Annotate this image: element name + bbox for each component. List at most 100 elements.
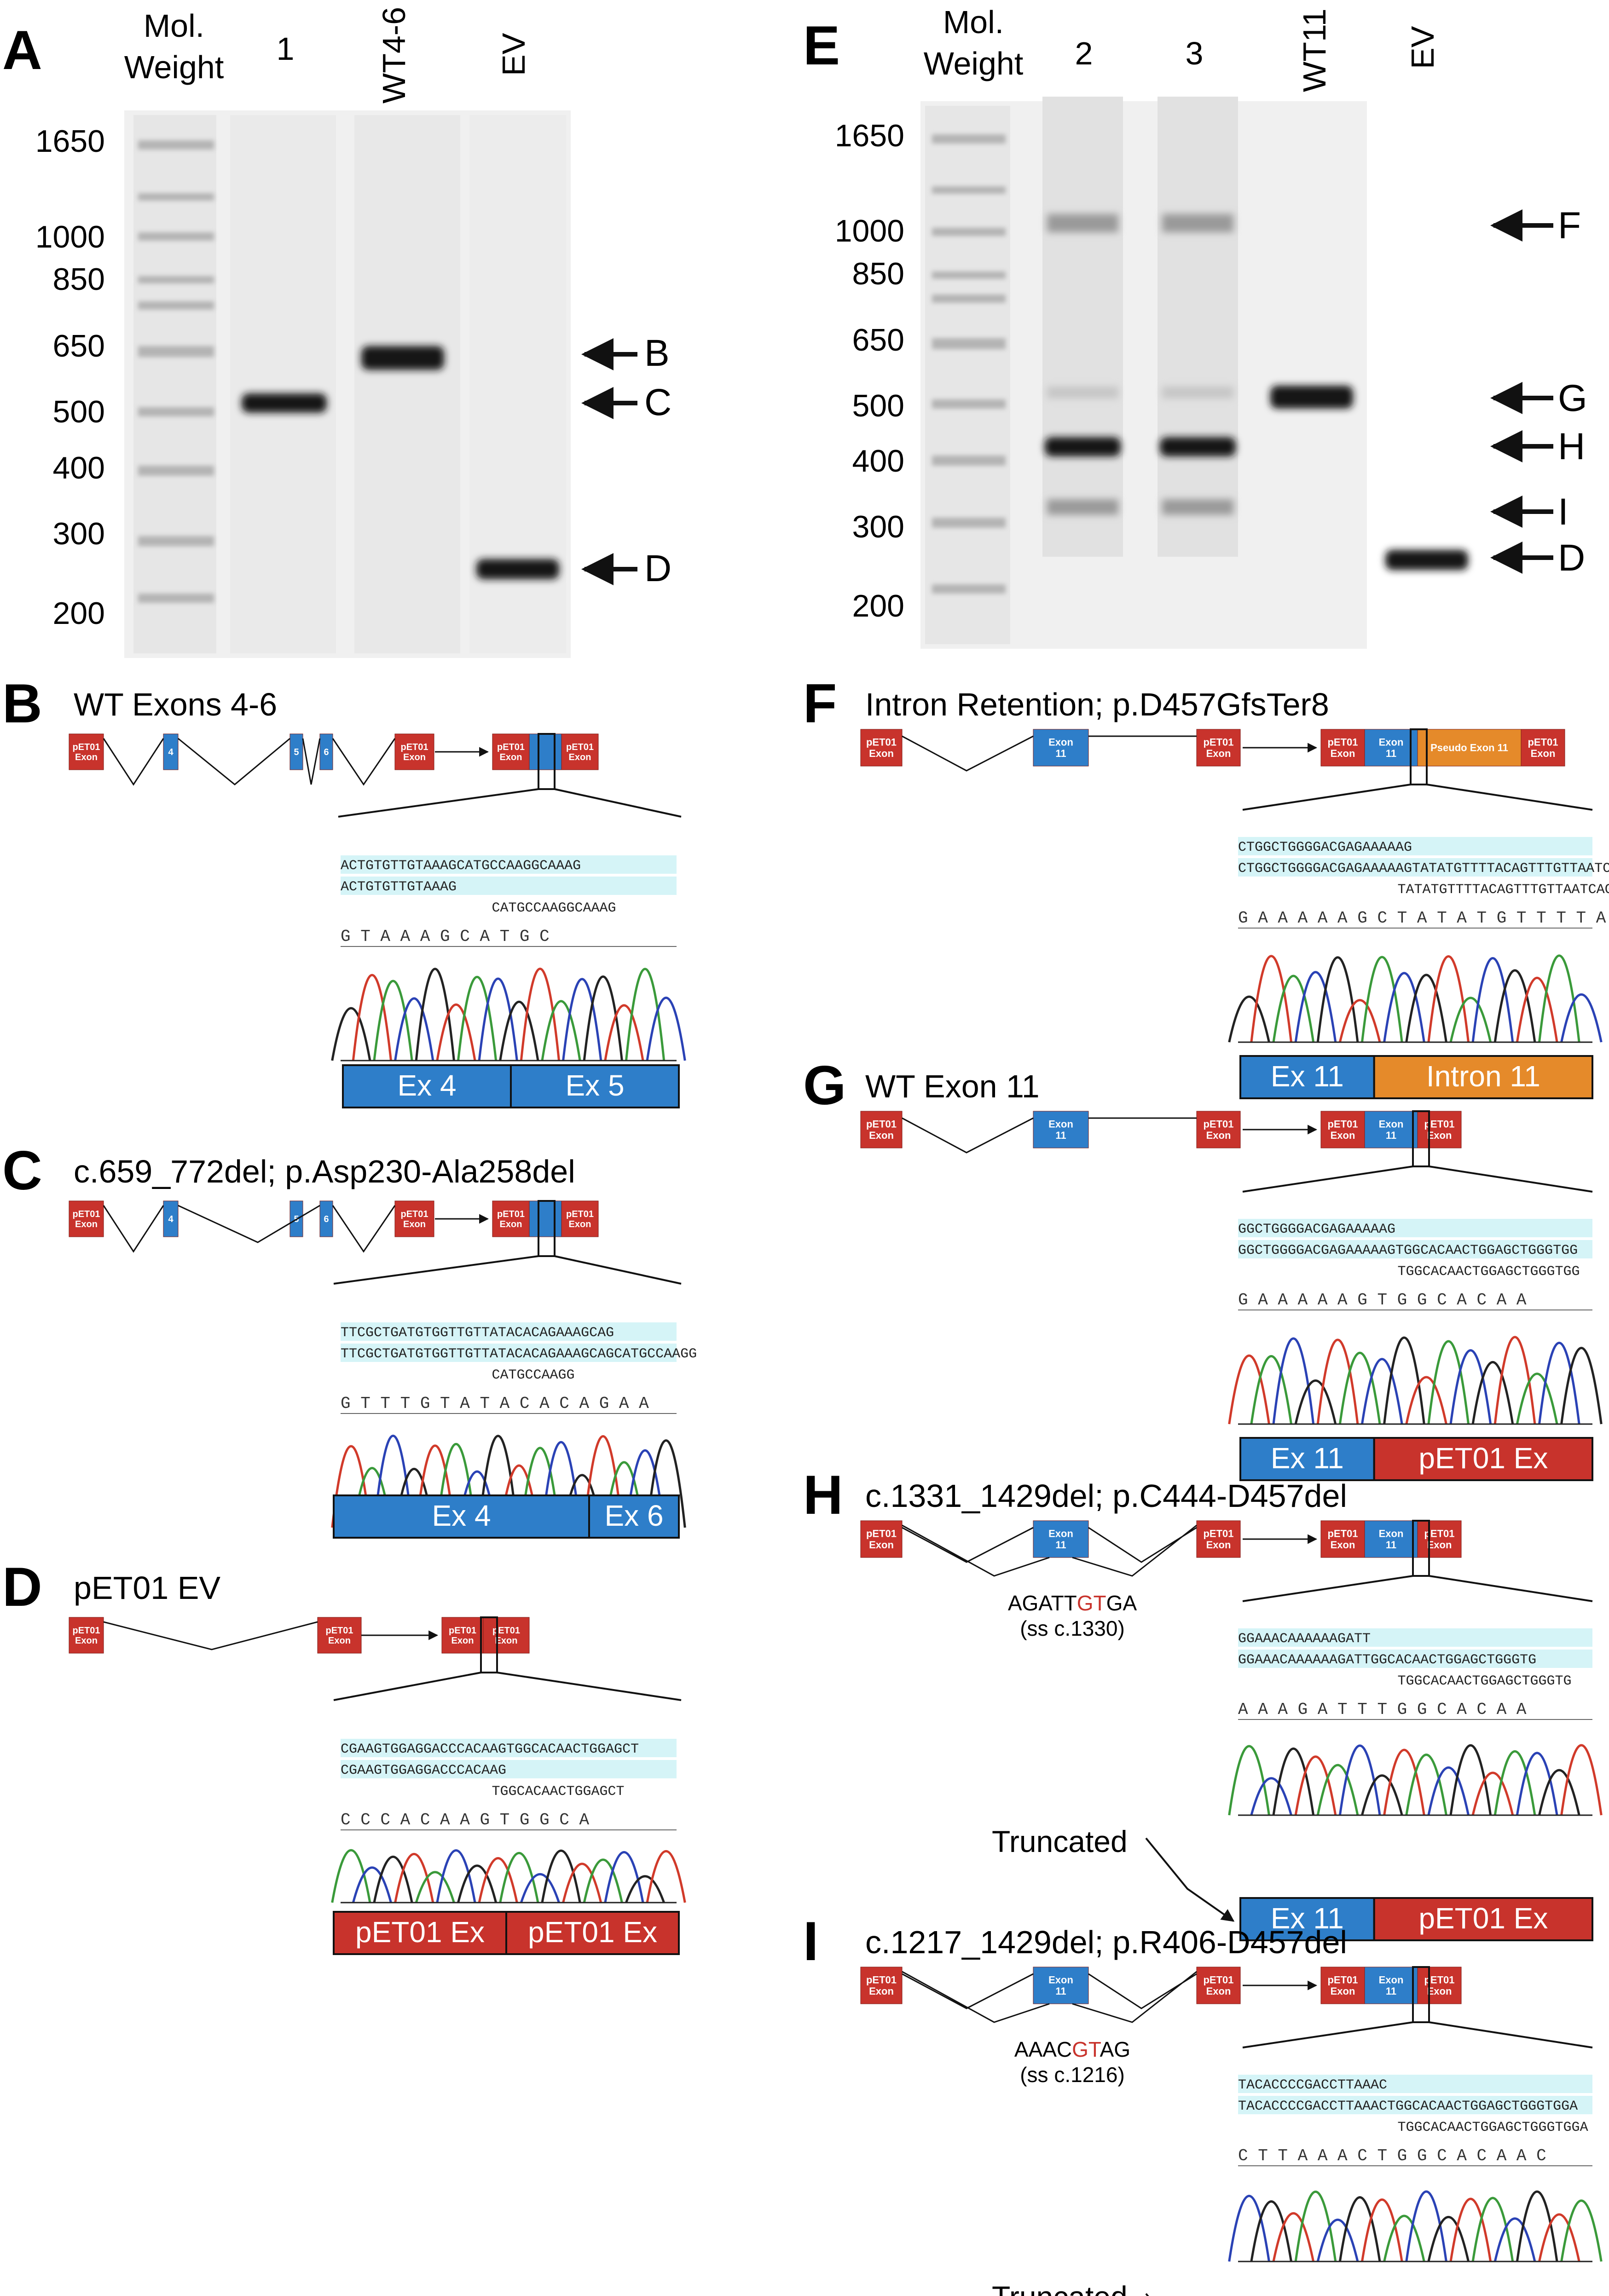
- zoom-lines: [1242, 1575, 1593, 1602]
- pet01-exon-right-label: pET01: [400, 742, 428, 752]
- gel-e-lane2: [1042, 97, 1123, 557]
- exon-11-label: 11: [1055, 1985, 1066, 1997]
- pet01-exon-right-label: pET01: [1203, 1528, 1233, 1540]
- arrow-label-g: G: [1558, 377, 1587, 419]
- chromatogram-peak: [1338, 999, 1381, 1043]
- chromatogram-peak: [1405, 1754, 1447, 1816]
- pet01-exon-right-label: Exon: [328, 1636, 351, 1646]
- chromatogram-peak: [1516, 977, 1558, 1043]
- chromatogram-peak: [1538, 2213, 1580, 2262]
- pet01-exon-right: [317, 1617, 362, 1654]
- chromatogram-peak: [604, 1004, 644, 1061]
- seq-highlight: [1238, 1219, 1592, 1237]
- spliced-pet-left-label: Exon: [1331, 1539, 1355, 1551]
- chromatogram-peak: [1471, 957, 1514, 1043]
- pet01-exon-left-label: pET01: [72, 1209, 100, 1219]
- chromatogram-peak: [331, 1007, 371, 1061]
- chromatogram-peak: [646, 997, 686, 1061]
- pseudo-exon-11-label: Pseudo Exon 11: [1430, 742, 1508, 754]
- lane-label-1: 1: [277, 31, 295, 67]
- chromatogram-peak: [1228, 2195, 1270, 2262]
- chromatogram-peak: [1294, 1755, 1337, 1816]
- chromatogram-peak: [1294, 1379, 1337, 1425]
- chromatogram-peak: [1250, 1355, 1292, 1425]
- spliced-exon-11: [1364, 1111, 1418, 1148]
- chromatogram-peak: [1560, 1744, 1603, 1816]
- pet01-exon-left: [860, 729, 903, 767]
- chromatogram-peak: [1294, 2191, 1337, 2262]
- zoom-lines: [1242, 1165, 1593, 1193]
- zoom-box: [480, 1616, 498, 1673]
- spliced-exon-a: [441, 1617, 484, 1654]
- chromatogram-peak: [1405, 2190, 1447, 2262]
- pet01-exon-right-label: pET01: [325, 1626, 353, 1636]
- lane-label-2: 2: [1075, 35, 1093, 71]
- size-850: 850: [53, 262, 105, 297]
- splice-site-ss: (ss c.1216): [1020, 2063, 1125, 2087]
- exon-bar-2: [510, 1064, 680, 1108]
- panel-letter-c: C: [2, 1140, 42, 1201]
- arrows-e: [1490, 209, 1553, 574]
- size-e-300: 300: [852, 509, 904, 544]
- basecalls: G A A A A A G T G G C A C A A: [1238, 1291, 1527, 1310]
- spliced-pet-left: [1320, 1967, 1365, 2004]
- chromatogram-peak: [646, 1850, 686, 1903]
- gel-a-lane1: [230, 115, 336, 653]
- chromatogram-peak: [1493, 969, 1536, 1043]
- seq-line-2: CGAAGTGGAGGACCCACAAG: [341, 1763, 506, 1778]
- truncated-arrow: [1145, 1837, 1235, 1922]
- band-wt4-6: [361, 346, 444, 370]
- chromatogram-peak: [352, 1866, 392, 1903]
- pet01-exon-left-label: Exon: [869, 1985, 894, 1997]
- spliced-pet-right-label: Exon: [1427, 1539, 1452, 1551]
- exon-6-label: 6: [324, 747, 329, 757]
- panel-letter-d: D: [2, 1556, 42, 1618]
- band-ev-a: [476, 559, 559, 579]
- pet01-exon-left: [69, 1200, 104, 1237]
- spliced-exon-11-label: 11: [1386, 1985, 1396, 1997]
- pet01-exon-right: [1196, 1520, 1241, 1558]
- pet01-exon-right: [1196, 729, 1241, 767]
- lane-label-mol-e: Mol.: [943, 4, 1004, 40]
- chromatogram-peak: [373, 980, 413, 1061]
- arrow-label-i: I: [1558, 491, 1568, 533]
- size-200: 200: [53, 596, 105, 631]
- pet01-exon-left-label: pET01: [866, 1974, 897, 1986]
- spliced-pet-right: [1417, 1520, 1462, 1558]
- seq-highlight: [1238, 1628, 1592, 1647]
- band-lane2-h: [1045, 437, 1121, 456]
- seq-line-1: CGAAGTGGAGGACCCACAAGTGGCACAACTGGAGCT: [341, 1742, 639, 1757]
- chromatogram-peak: [1361, 1774, 1403, 1816]
- spliced-pet-left-label: Exon: [1331, 1130, 1355, 1141]
- splice-site-seq: AAACGTAG: [1014, 2037, 1130, 2061]
- chromatogram-peak: [1316, 956, 1359, 1043]
- chromatogram-peak: [478, 977, 518, 1061]
- exon-4-label: 4: [168, 747, 174, 757]
- seq-line-1: TTCGCTGATGTGGTTGTTATACACAGAAAGCAG: [341, 1325, 614, 1341]
- zoom-lines: [333, 1672, 682, 1701]
- spliced-pet-left-label: Exon: [1331, 1985, 1355, 1997]
- arrow-label-d: D: [644, 548, 671, 589]
- seq-highlight-2: [1238, 2096, 1592, 2114]
- pet01-exon-left-label: pET01: [866, 1119, 897, 1130]
- spliced-pet-right: [1417, 1967, 1462, 2004]
- chromatogram-peak: [1538, 954, 1580, 1043]
- panel-title-b: WT Exons 4-6: [74, 686, 277, 722]
- spliced-pet-right-label: pET01: [566, 742, 594, 752]
- spliced-pet-left-label: pET01: [1327, 1974, 1358, 1986]
- seq-line-2: ACTGTGTTGTAAAG: [341, 879, 457, 895]
- zoom-box: [1412, 1520, 1430, 1577]
- gel-e-ladder-lane: [925, 106, 1010, 644]
- seq-highlight-2: [341, 877, 677, 895]
- band-wt11: [1270, 386, 1353, 409]
- spliced-pet-right: [561, 1200, 599, 1237]
- lane-label-ev: EV: [496, 33, 532, 76]
- chromatogram-peak: [1405, 974, 1447, 1043]
- pet01-exon-left-label: Exon: [869, 1539, 894, 1551]
- seq-line-3: TGGCACAACTGGAGCT: [492, 1784, 625, 1800]
- chromatogram-peak: [436, 1849, 476, 1903]
- gel-e-faint-bands: [1047, 214, 1233, 515]
- exon-bar-1-label: Ex 11: [1271, 1902, 1344, 1935]
- pet01-exon-left-label: Exon: [75, 1636, 98, 1646]
